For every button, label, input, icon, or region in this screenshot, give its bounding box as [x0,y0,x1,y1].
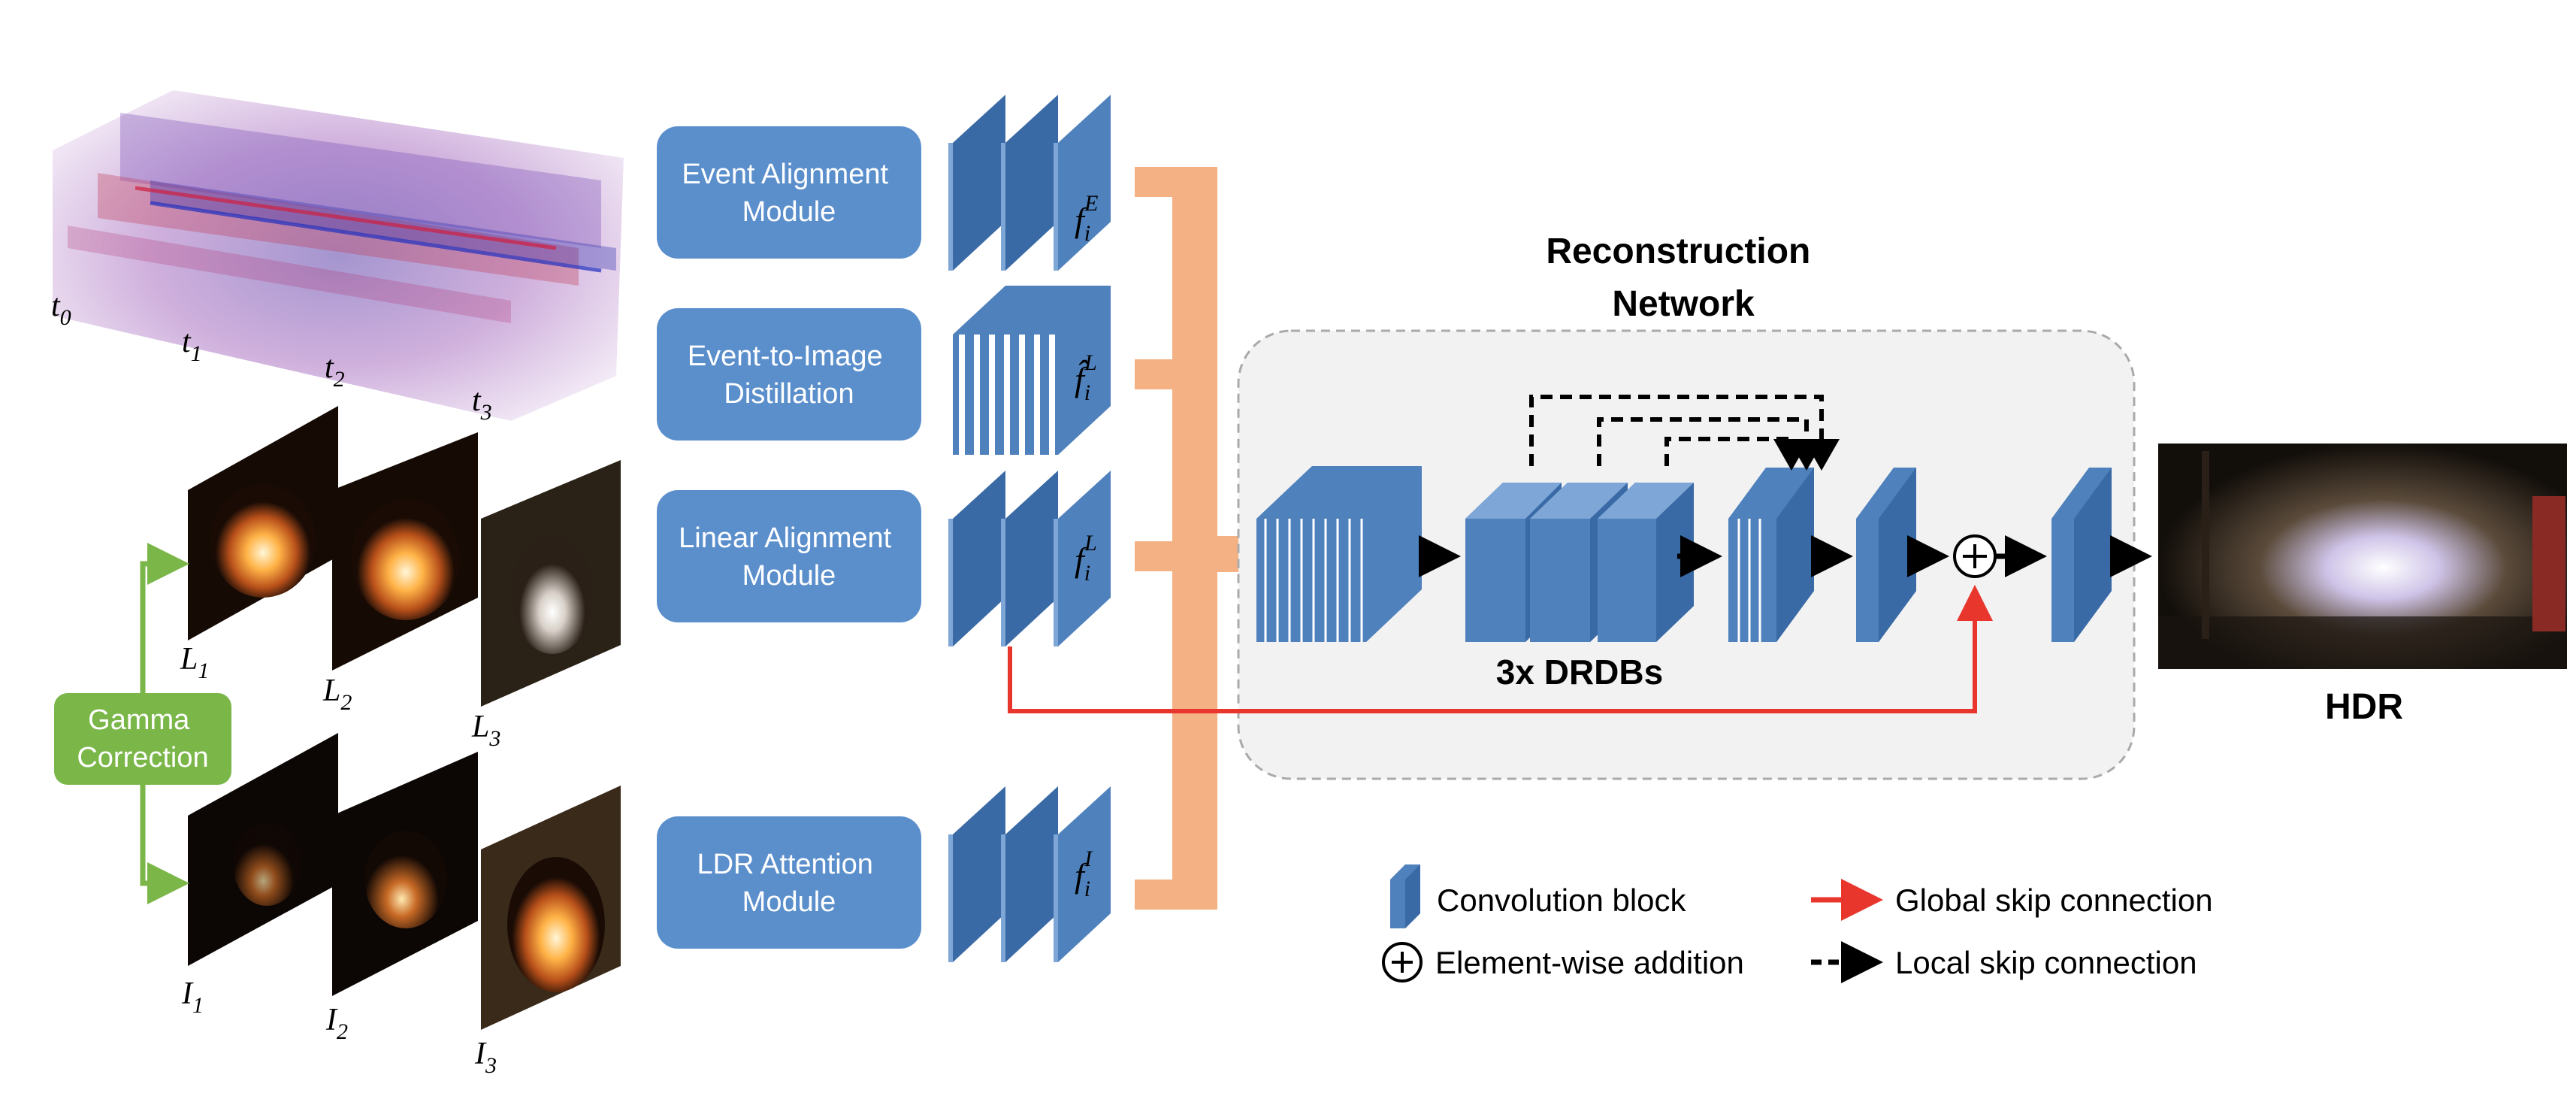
output-conv-block [2051,468,2112,642]
svg-text:Event-to-Image Distillat: Event-to-Image Distillation [688,341,890,410]
event-to-image-module: Event-to-Image Distillation [657,308,921,441]
element-wise-addition-icon [1953,534,1997,578]
event-label-t3: t3 [472,383,492,425]
gamma-correction-arrows [140,543,189,904]
event-label-t0: t0 [51,289,71,330]
linear-frame-label-L2: L2 [322,674,352,715]
event-alignment-line-1: Event Alignment [682,159,888,190]
hdr-output-label: HDR [2325,687,2403,727]
drdb-block-3 [1598,483,1694,642]
legend-conv-block-label: Convolution block [1437,883,1687,918]
feature-stack-ldr [948,786,1111,962]
event-stream-volume [53,90,624,421]
svg-text:LDR Attention Module: LDR Attention Module [697,849,881,918]
ldr-attention-module: LDR Attention Module [657,816,921,949]
ldr-frame-I3 [481,786,621,1030]
hdr-output-image [2158,444,2567,669]
legend-global-skip-label: Global skip connection [1895,883,2213,918]
global-skip-connection [1008,585,1993,713]
gamma-correction-line-2: Correction [77,742,208,774]
linear-alignment-module: Linear Alignment Module [657,490,921,622]
local-skip-connections [1529,395,1840,471]
ldr-frame-label-I2: I2 [325,1003,348,1044]
feature-label-fE: fiE [1075,191,1098,246]
feature-stack-linear [948,471,1111,646]
feature-stack-distilled [953,286,1111,455]
linear-frame-label-L1: L1 [180,642,209,683]
linear-frame-L3 [481,460,621,707]
recon-input-block [1256,466,1422,642]
ldr-frame-I1 [188,733,338,966]
fusion-block [1728,468,1814,642]
linear-alignment-line-2: Module [742,560,836,592]
event-alignment-module: Event Alignment Module [657,126,921,259]
svg-text:Event Alignment Module: Event Alignment Module [682,159,896,228]
event-label-t2: t2 [325,350,345,392]
drdb-label: 3x DRDBs [1496,652,1663,692]
event-alignment-line-2: Module [742,196,836,228]
ldr-frame-label-I3: I3 [474,1037,497,1078]
svg-text:Gamma Correction: Gamma Correction [77,704,208,774]
legend-conv-block-icon [1390,864,1420,928]
legend-element-wise-label: Element-wise addition [1435,945,1744,980]
svg-text:Linear Alignment Module: Linear Alignment Module [679,522,899,592]
linear-frame-L1 [188,406,338,640]
legend: Convolution block Element-wise addition … [1382,864,2213,983]
gamma-correction-line-1: Gamma [88,704,190,736]
ldr-attention-line-1: LDR Attention [697,849,872,880]
feature-label-fL-hat: f̂iL [1075,350,1097,405]
legend-local-skip-label: Local skip connection [1895,945,2197,980]
linear-frame-label-L3: L3 [471,710,500,751]
event-to-image-line-2: Distillation [724,378,854,410]
ldr-frame-I2 [332,752,478,996]
ldr-frame-label-I1: I1 [181,976,204,1018]
feature-label-fI: fiI [1075,846,1093,901]
event-to-image-line-1: Event-to-Image [688,341,883,372]
reconstruction-title: Reconstruction Network [1546,232,1820,324]
legend-element-wise-icon [1382,942,1423,982]
gamma-correction-box: Gamma Correction [54,693,231,785]
feature-label-fL: fiL [1075,531,1097,586]
feature-stack-event [948,95,1111,271]
linear-frame-L2 [332,432,478,671]
event-label-t1: t1 [182,325,202,366]
recon-conv-block [1856,468,1916,642]
ldr-attention-line-2: Module [742,886,836,918]
linear-alignment-line-1: Linear Alignment [679,522,892,554]
